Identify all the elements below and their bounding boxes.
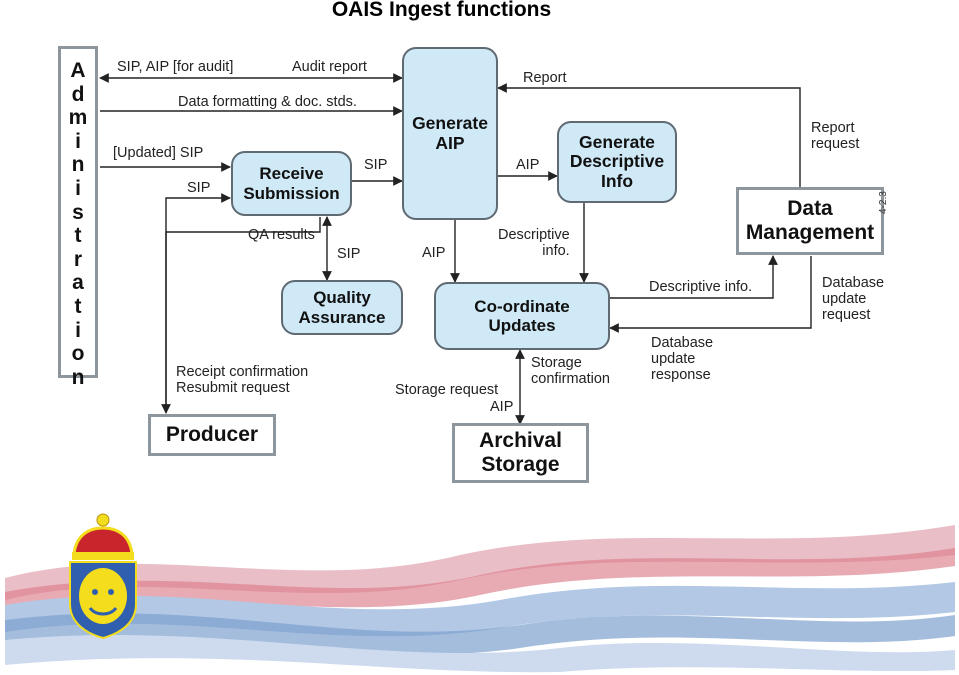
- quality-assurance-label: Quality Assurance: [298, 288, 386, 327]
- label-receipt-confirmation: Receipt confirmation Resubmit request: [176, 364, 309, 397]
- data-management-label: Data Management: [745, 197, 875, 244]
- generate-aip-box[interactable]: Generate AIP: [402, 47, 498, 220]
- label-report: Report: [523, 70, 567, 86]
- label-qa-results: QA results: [248, 227, 315, 243]
- label-updated-sip: [Updated] SIP: [113, 145, 204, 161]
- label-aip-storage: AIP: [490, 399, 514, 415]
- generate-aip-label: Generate AIP: [412, 112, 488, 153]
- label-aip-down: AIP: [422, 245, 446, 261]
- label-sip-qa: SIP: [337, 246, 361, 262]
- label-database-update-request: Database update request: [822, 275, 885, 324]
- label-report-request: Report request: [811, 120, 860, 153]
- producer-box[interactable]: Producer: [148, 414, 276, 456]
- diagram-title: OAIS Ingest functions: [331, 0, 552, 21]
- archival-storage-box[interactable]: Archival Storage: [452, 423, 589, 483]
- label-database-update-response: Database update response: [651, 335, 714, 384]
- arrow-desc-data: [610, 255, 778, 299]
- label-storage-confirmation: Storage confirmation: [531, 355, 610, 388]
- receive-submission-label: Receive Submission: [243, 164, 340, 203]
- coordinate-updates-label: Co-ordinate Updates: [474, 296, 570, 335]
- label-descriptive-info-right: Descriptive info.: [649, 279, 753, 295]
- receive-submission-box[interactable]: Receive Submission: [231, 151, 352, 216]
- label-sip-to-aip: SIP: [364, 157, 388, 173]
- label-data-formatting: Data formatting & doc. stds.: [178, 94, 357, 110]
- generate-descriptive-info-box[interactable]: Generate Descriptive Info: [557, 121, 677, 203]
- label-aip-to-desc: AIP: [516, 157, 540, 173]
- arrow-receipt: [161, 217, 321, 414]
- coordinate-updates-box[interactable]: Co-ordinate Updates: [434, 282, 610, 350]
- archival-storage-label: Archival Storage: [479, 429, 562, 476]
- administration-box[interactable]: A d m i n i s t r a t i o n: [58, 46, 98, 389]
- arrow-db-response: [609, 256, 812, 333]
- administration-label: A d m i n i s t r a t i o n: [68, 59, 88, 389]
- label-sip-aip-audit: SIP, AIP [for audit]: [117, 59, 234, 75]
- quality-assurance-box[interactable]: Quality Assurance: [281, 280, 403, 335]
- producer-label: Producer: [165, 423, 259, 447]
- data-management-box[interactable]: Data Management: [736, 187, 884, 255]
- label-sip-left: SIP: [187, 180, 211, 196]
- coat-of-arms: [69, 513, 137, 640]
- label-descriptive-info-left: Descriptive info.: [498, 227, 570, 260]
- wave-banner: [5, 525, 955, 673]
- generate-descriptive-info-label: Generate Descriptive Info: [569, 131, 665, 191]
- label-storage-request: Storage request: [395, 382, 499, 398]
- label-audit-report: Audit report: [292, 59, 367, 75]
- arrow-report: [497, 83, 801, 188]
